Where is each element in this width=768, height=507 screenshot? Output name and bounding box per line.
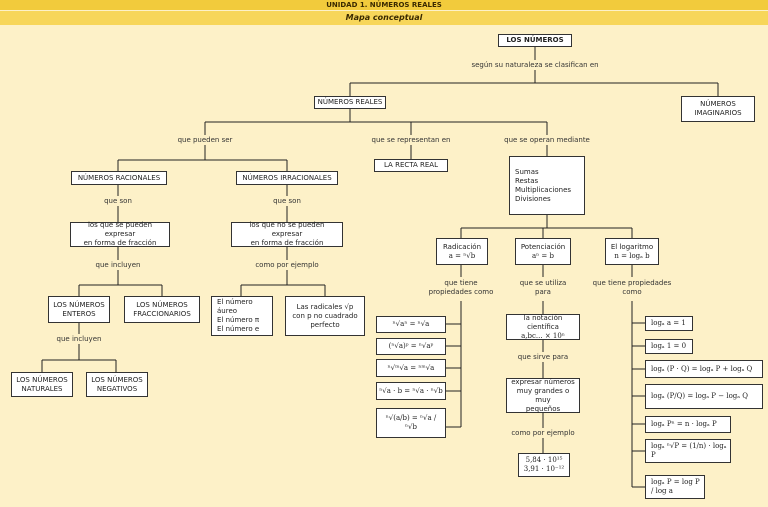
prop-log-5: logₐ Pⁿ = n · logₐ P <box>645 416 731 433</box>
box-recta-real: LA RECTA REAL <box>374 159 448 172</box>
box-enteros: LOS NÚMEROS ENTEROS <box>48 296 110 323</box>
link-son-racionales: que son <box>104 197 132 205</box>
link-utiliza-potenciacion: que se utiliza para <box>519 279 567 296</box>
prop-radical-2: (ⁿ√a)ᵖ = ⁿ√aᵖ <box>376 338 446 355</box>
box-notacion-cientifica: la notación científica a,bc... × 10ⁿ <box>506 314 580 340</box>
prop-radical-5: ⁿ√(a/b) = ⁿ√a / ⁿ√b <box>376 408 446 438</box>
prop-log-2: logₐ 1 = 0 <box>645 339 693 354</box>
link-incluyen-enteros: que incluyen <box>56 335 102 343</box>
prop-log-1: logₐ a = 1 <box>645 316 693 331</box>
link-son-irracionales: que son <box>273 197 301 205</box>
link-operan: que se operan mediante <box>504 136 590 144</box>
box-radicacion: Radicación a = ⁿ√b <box>436 238 488 265</box>
unit-header: UNIDAD 1. NÚMEROS REALES <box>0 0 768 10</box>
box-irracionales-def: los que no se pueden expresar en forma d… <box>231 221 343 247</box>
root-link-label: según su naturaleza se clasifican en <box>471 61 599 69</box>
box-racionales-def: los que se pueden expresar en forma de f… <box>70 221 170 247</box>
root-numeros: LOS NÚMEROS <box>498 34 572 47</box>
map-subtitle: Mapa conceptual <box>0 11 768 25</box>
box-logaritmo: El logaritmo n = logₐ b <box>605 238 659 265</box>
prop-radical-1: ⁿ√aⁿ = ⁿ√a <box>376 316 446 333</box>
prop-log-3: logₐ (P · Q) = logₐ P + logₐ Q <box>645 360 763 378</box>
box-operaciones: Sumas Restas Multiplicaciones Divisiones <box>509 156 585 215</box>
box-numeros-reales: NÚMEROS REALES <box>314 96 386 109</box>
box-radicales: Las radicales √p con p no cuadrado perfe… <box>285 296 365 336</box>
box-numeros-imaginarios: NÚMEROS IMAGINARIOS <box>681 96 755 122</box>
link-sirve-para: que sirve para <box>517 353 569 361</box>
prop-log-6: logₐ ⁿ√P = (1/n) · logₐ P <box>645 439 731 463</box>
link-ejemplo-notacion: como por ejemplo <box>511 429 575 437</box>
link-representan: que se representan en <box>371 136 451 144</box>
box-ejemplos-irracionales: El número áureo El número π El número e <box>211 296 273 336</box>
link-incluyen-racionales: que incluyen <box>95 261 141 269</box>
box-ejemplos-notacion: 5,84 · 10¹⁵ 3,91 · 10⁻¹² <box>518 453 570 477</box>
link-propiedades-radicacion: que tiene propiedades como <box>428 279 494 296</box>
link-ejemplo-irracionales: como por ejemplo <box>255 261 319 269</box>
link-propiedades-logaritmo: que tiene propiedades como <box>592 279 672 296</box>
prop-log-7: logₐ P = log P / log a <box>645 475 705 499</box>
prop-radical-4: ⁿ√a · b = ⁿ√a · ⁿ√b <box>376 382 446 400</box>
box-naturales: LOS NÚMEROS NATURALES <box>11 372 73 397</box>
box-expresar-numeros: expresar números muy grandes o muy peque… <box>506 378 580 413</box>
box-potenciacion: Potenciación aⁿ = b <box>515 238 571 265</box>
prop-log-4: logₐ (P/Q) = logₐ P − logₐ Q <box>645 384 763 409</box>
box-negativos: LOS NÚMEROS NEGATIVOS <box>86 372 148 397</box>
link-pueden-ser: que pueden ser <box>177 136 233 144</box>
prop-radical-3: ⁿ√ᵐ√a = ⁿᵐ√a <box>376 359 446 377</box>
box-fraccionarios: LOS NÚMEROS FRACCIONARIOS <box>124 296 200 323</box>
box-irracionales: NÚMEROS IRRACIONALES <box>236 171 338 185</box>
box-racionales: NÚMEROS RACIONALES <box>71 171 167 185</box>
